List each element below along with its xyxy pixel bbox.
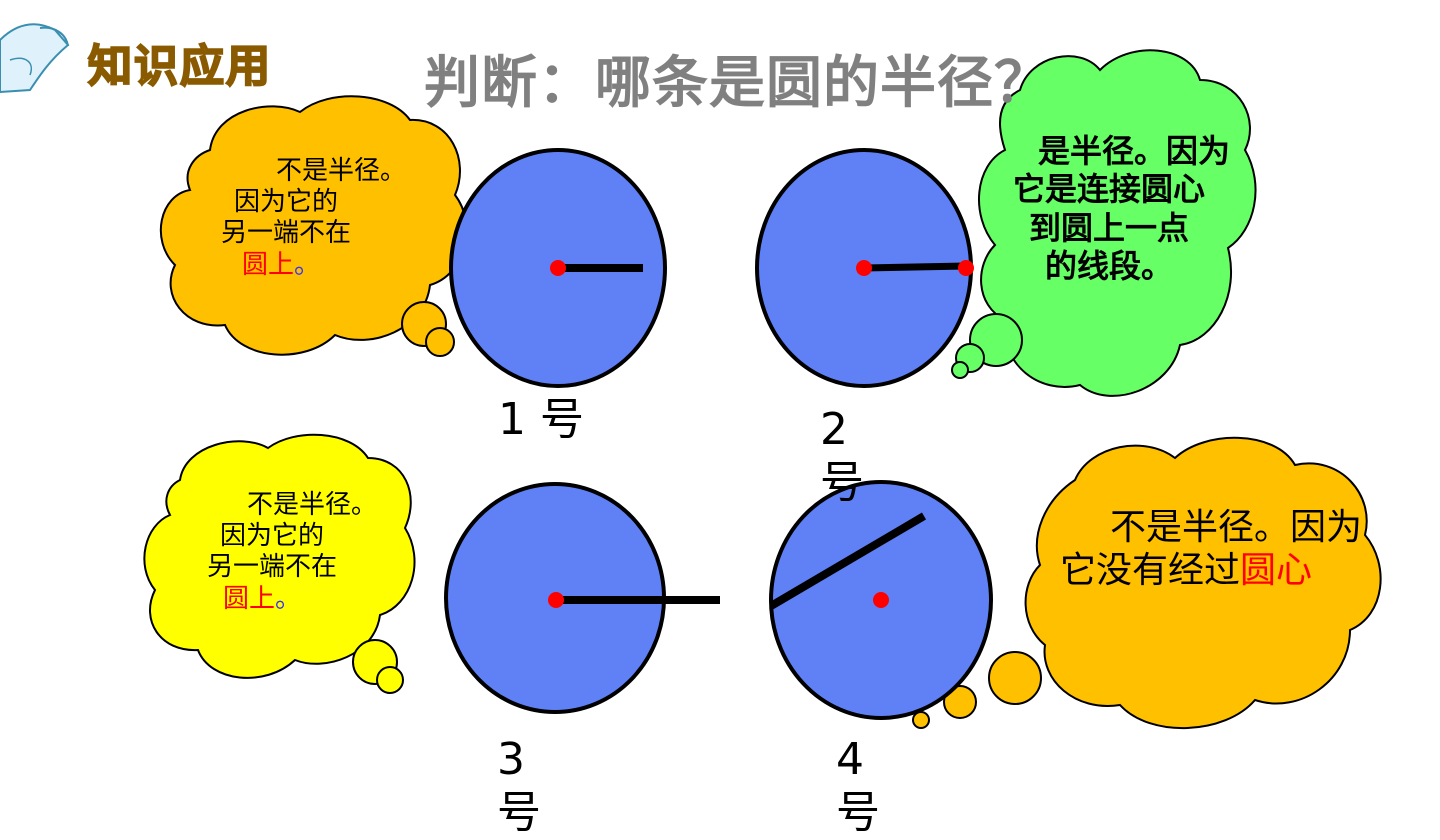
bubble-3-text: 不是半径。 因为它的 另一端不在 圆上。 [172,490,392,615]
bubble-3-highlight: 圆上 [222,583,275,614]
segment-2 [863,262,967,272]
diagram-canvas [0,23,1382,730]
bubble-2-line-2: 它是连接圆心 [1012,170,1205,209]
bubble-1-highlight: 圆上 [241,249,294,280]
bubble-3-line-3: 另一端不在 [206,552,337,583]
bubble-3-line-1: 不是半径。 [246,490,377,520]
label-circle-3: 3 号 [497,734,541,838]
label-circle-4: 4 号 [836,734,880,838]
thought-bubble-1 [159,95,468,357]
bubble-3-line-4: 圆上。 [222,583,302,614]
bubble-1-line-3: 另一端不在 [220,218,351,249]
circle-3 [444,482,720,714]
bubble-4-highlight: 圆心 [1240,550,1313,592]
center-dot-3 [548,592,564,608]
scroll-icon [0,23,70,94]
circle-4 [768,480,993,720]
bubble-2-line-3: 到圆上一点 [1028,208,1189,247]
circle-2 [755,148,974,388]
center-dot-1 [550,260,566,276]
circle-1 [449,148,667,388]
bubble-2-line-4: 的线段。 [1044,247,1173,286]
bubble-3-line-2: 因为它的 [219,521,324,552]
bubble-1-line-2: 因为它的 [233,187,338,218]
section-badge: 知识应用 [87,40,272,93]
endpoint-dot-2 [958,260,974,276]
thought-bubble-2 [951,49,1257,397]
page-title: 判断：哪条是圆的半径？ [424,51,1051,116]
bubble-1-text: 不是半径。 因为它的 另一端不在 圆上。 [196,156,436,281]
bubble-4-text: 不是半径。因为 它没有经过圆心 [1046,506,1386,592]
center-dot-2 [856,260,872,276]
center-dot-4 [873,592,889,608]
bubble-2-text: 是半径。因为 它是连接圆心 到圆上一点 的线段。 [984,132,1254,286]
bubble-1-line-1: 不是半径。 [275,156,406,186]
bubble-1-line-4: 圆上。 [241,249,321,280]
thought-bubble-4 [912,436,1382,730]
bubble-4-line-1: 不是半径。因为 [1109,507,1362,548]
label-circle-1: 1 号 [498,394,584,445]
bubble-4-line-2: 它没有经过圆心 [1059,550,1313,592]
label-circle-2: 2 号 [820,404,864,508]
segment-4 [768,512,927,610]
bubble-2-line-1: 是半径。因为 [1037,132,1230,170]
thought-bubble-3 [143,433,416,694]
